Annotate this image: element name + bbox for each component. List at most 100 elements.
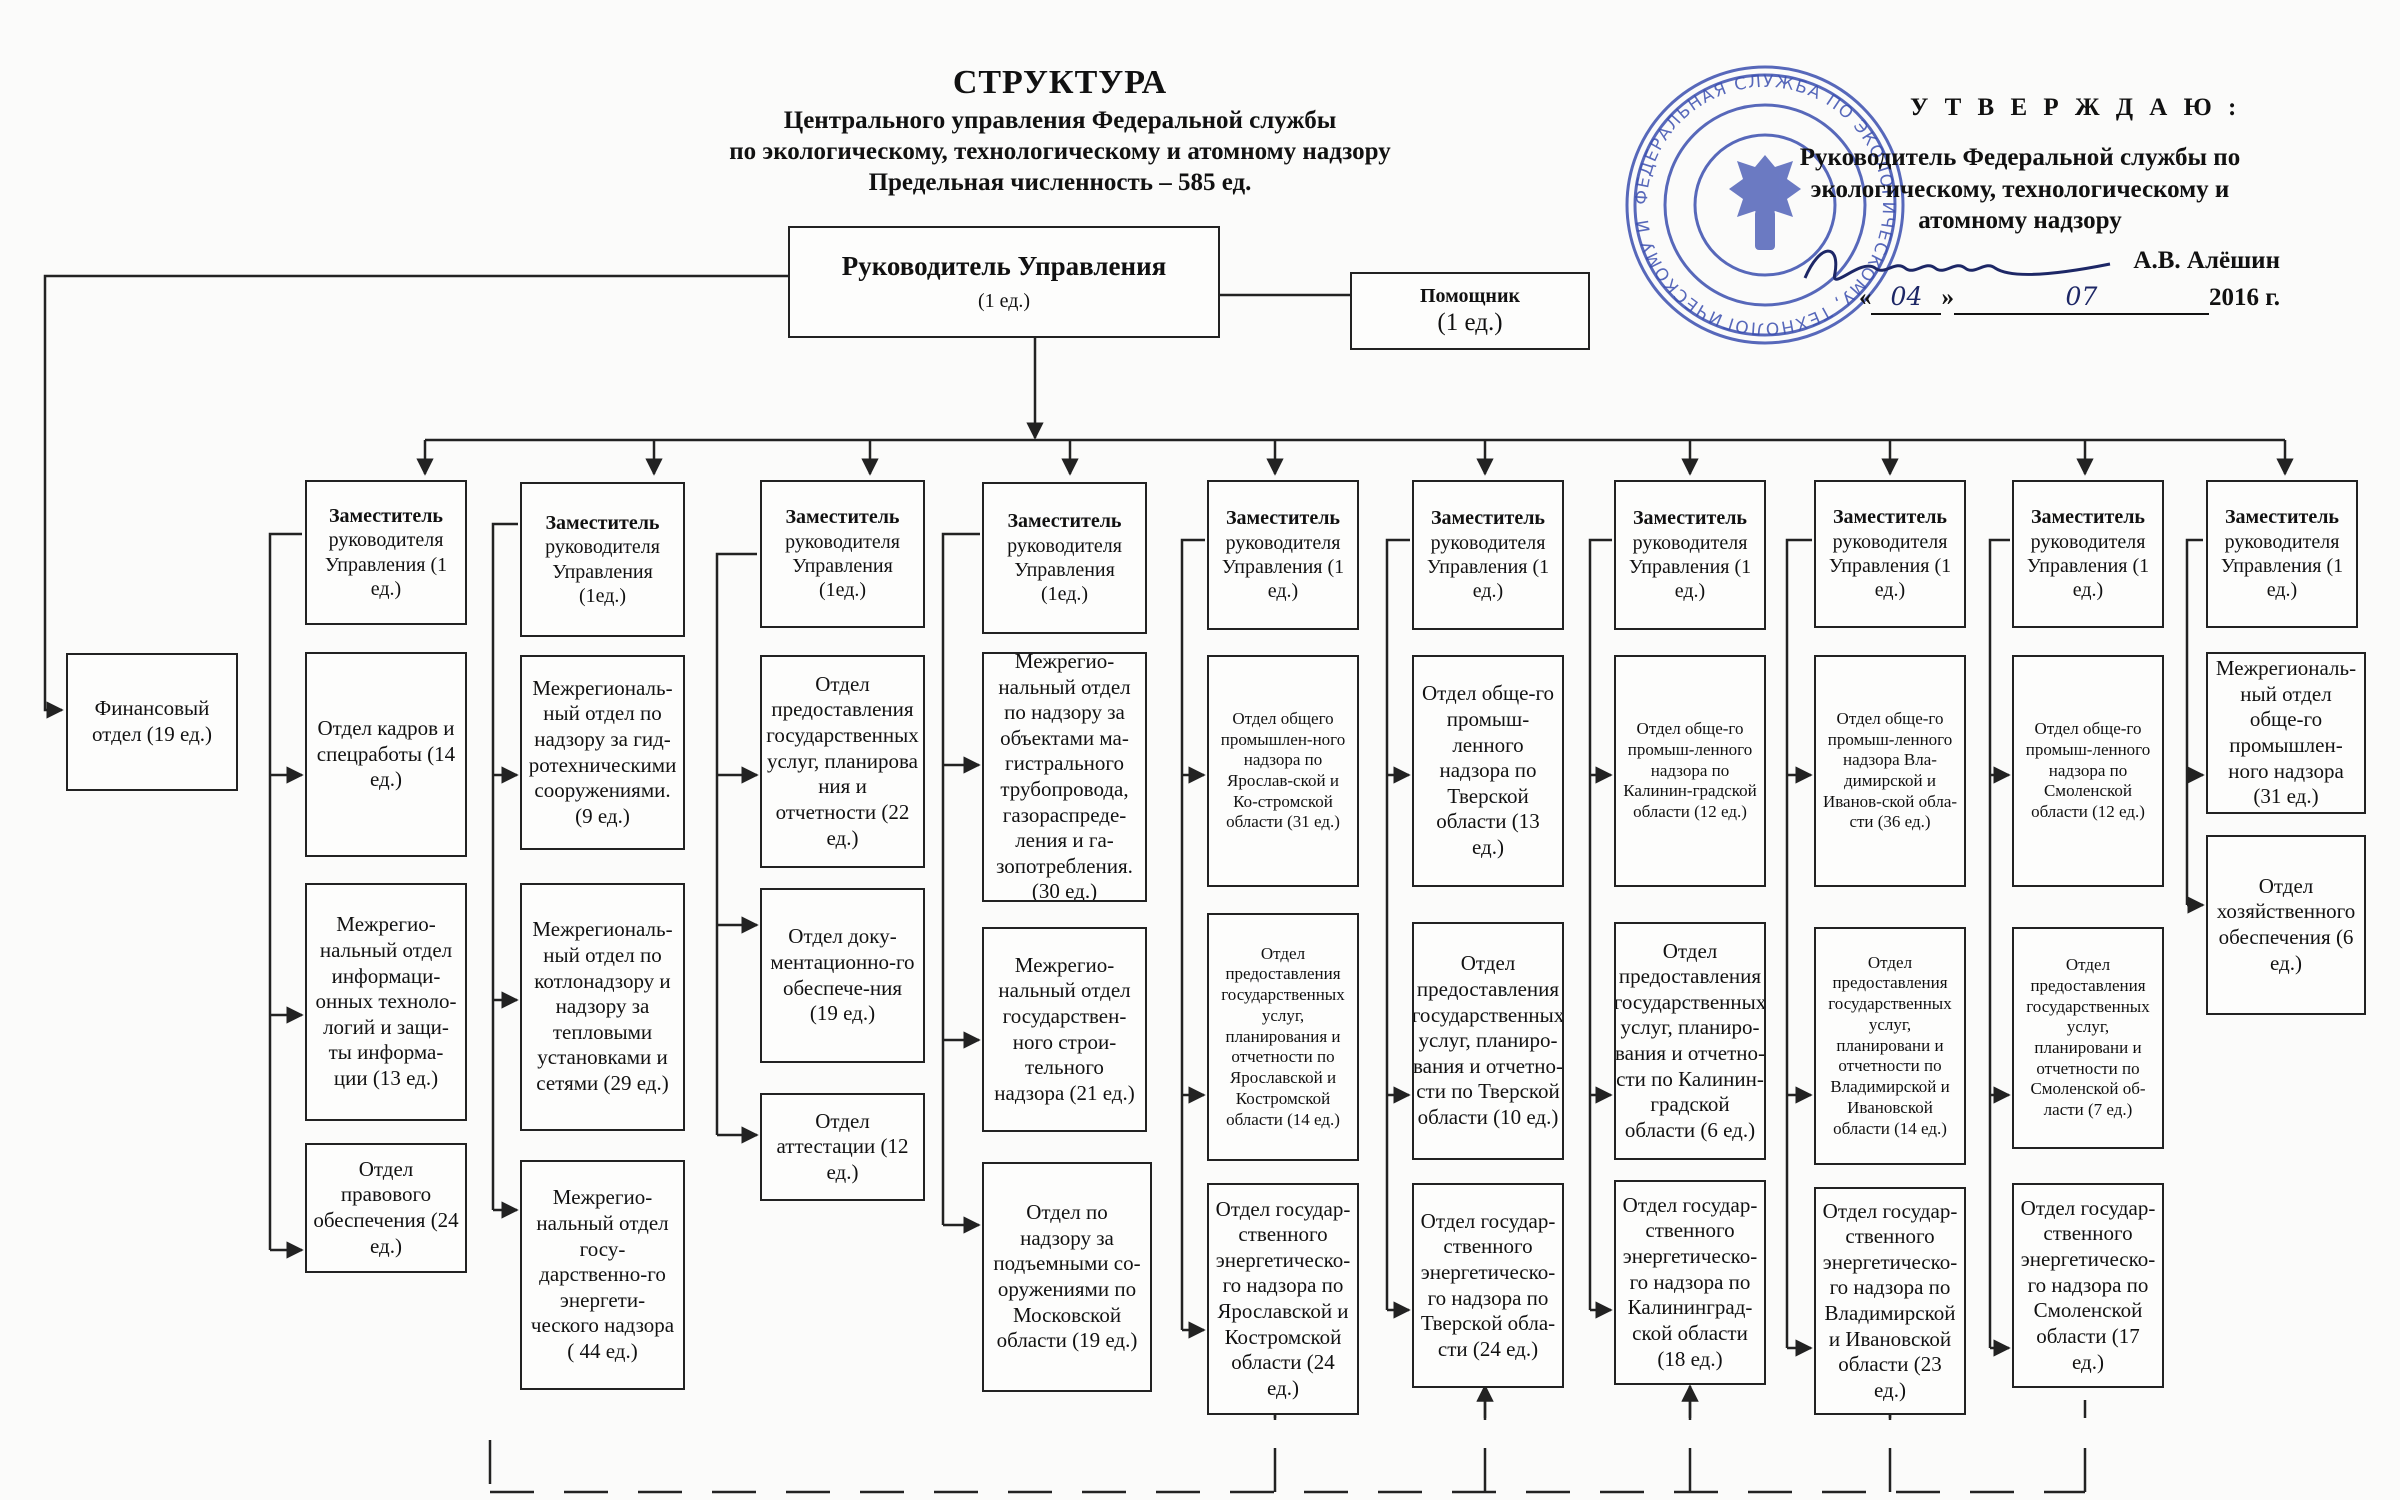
unit-2-2: Межрегиональ-ный отдел по котлонадзору и… [520, 883, 685, 1131]
approval-position: Руководитель Федеральной службы по эколо… [1799, 143, 2241, 235]
deputy-label-3: Заместитель руководителя Управления (1ед… [785, 506, 900, 602]
unit-10-2: Отдел хозяйственного обеспечения (6 ед.) [2206, 835, 2366, 1015]
deputy-label-10: Заместитель руководителя Управления (1 е… [2220, 506, 2344, 602]
deputy-label-7: Заместитель руководителя Управления (1 е… [1628, 507, 1752, 603]
unit-3-3: Отдел аттестации (12 ед.) [760, 1093, 925, 1201]
deputy-label-9: Заместитель руководителя Управления (1 е… [2026, 506, 2150, 602]
unit-label: Межрегиональ-ный отдел обще-го промышлен… [2215, 656, 2357, 809]
unit-label: Отдел обще-го промыш-ленного надзора по … [2025, 719, 2151, 822]
approval-block: У Т В Е Р Ж Д А Ю : Руководитель Федерал… [1760, 92, 2280, 315]
title-line-3: Предельная численность – 585 ед. [868, 169, 1252, 196]
official-seal-stamp: ФЕДЕРАЛЬНАЯ СЛУЖБА ПО ЭКОЛОГИЧЕСКОМУ, ТЕ… [1620, 60, 1905, 345]
assistant-count: (1 ед.) [1437, 308, 1503, 336]
unit-3-2: Отдел доку-ментационно-го обеспече-ния (… [760, 888, 925, 1063]
approval-heading: У Т В Е Р Ж Д А Ю : [1910, 94, 2242, 121]
unit-7-3: Отдел государ-ственного энергетическо-го… [1614, 1180, 1766, 1385]
unit-10-1: Межрегиональ-ный отдел обще-го промышлен… [2206, 652, 2366, 814]
unit-label: Отдел кадров и спецработы (14 ед.) [316, 716, 456, 792]
title-line-1: Центрального управления Федеральной служ… [783, 106, 1337, 134]
unit-label: Отдел по надзору за подъемными со-оружен… [993, 1200, 1141, 1353]
unit-label: Отдел доку-ментационно-го обеспече-ния (… [770, 924, 915, 1026]
unit-label: Отдел предоставления государственных усл… [1614, 938, 1766, 1142]
handwritten-signature [1803, 249, 2111, 281]
finance-department-label: Финансовый отдел (19 ед.) [91, 696, 213, 746]
unit-label: Межрегио-нальный отдел госу-дарственно-г… [530, 1185, 675, 1364]
deputy-label-4: Заместитель руководителя Управления (1ед… [1007, 510, 1122, 606]
assistant-label: Помощник [1420, 284, 1520, 307]
unit-1-2: Межрегио-нальный отдел информаци-онных т… [305, 883, 467, 1121]
unit-label: Отдел хозяйственного обеспечения (6 ед.) [2216, 873, 2356, 975]
unit-label: Отдел предоставления государственных усл… [1412, 951, 1564, 1130]
head-of-department-box: Руководитель Управления (1 ед.) [788, 226, 1220, 338]
unit-label: Межрегиональ-ный отдел по котлонадзору и… [532, 917, 673, 1096]
deputy-label-2: Заместитель руководителя Управления (1ед… [545, 511, 660, 607]
unit-label: Отдел предоставления государственных усл… [766, 671, 919, 850]
unit-2-3: Межрегио-нальный отдел госу-дарственно-г… [520, 1160, 685, 1390]
deputy-box-5: Заместитель руководителя Управления (1 е… [1207, 480, 1359, 630]
deputy-box-8: Заместитель руководителя Управления (1 е… [1814, 480, 1966, 628]
unit-1-1: Отдел кадров и спецработы (14 ед.) [305, 652, 467, 857]
finance-department-box: Финансовый отдел (19 ед.) [66, 653, 238, 791]
unit-label: Отдел предоставления государственных усл… [1828, 952, 1952, 1138]
unit-6-1: Отдел обще-го промыш-ленного надзора по … [1412, 655, 1564, 887]
unit-label: Отдел обще-го промыш-ленного надзора по … [1421, 681, 1555, 860]
unit-9-1: Отдел обще-го промыш-ленного надзора по … [2012, 655, 2164, 887]
unit-label: Отдел государ-ственного энергетическо-го… [1215, 1196, 1351, 1400]
unit-5-1: Отдел общего промышлен-ного надзора по Я… [1207, 655, 1359, 887]
unit-5-3: Отдел государ-ственного энергетическо-го… [1207, 1183, 1359, 1415]
assistant-box: Помощник (1 ед.) [1350, 272, 1590, 350]
deputy-box-1: Заместитель руководителя Управления (1 е… [305, 480, 467, 625]
deputy-box-7: Заместитель руководителя Управления (1 е… [1614, 480, 1766, 630]
deputy-box-9: Заместитель руководителя Управления (1 е… [2012, 480, 2164, 628]
date-open-quote: « [1858, 283, 1872, 311]
deputy-box-4: Заместитель руководителя Управления (1ед… [982, 482, 1147, 634]
unit-label: Отдел государ-ственного энергетическо-го… [2020, 1195, 2156, 1374]
deputy-box-2: Заместитель руководителя Управления (1ед… [520, 482, 685, 637]
unit-label: Межрегио-нальный отдел государствен-ного… [994, 952, 1135, 1105]
unit-label: Межрегиональ-ный отдел по надзору за гид… [528, 675, 677, 828]
unit-9-3: Отдел государ-ственного энергетическо-го… [2012, 1183, 2164, 1388]
approval-signatory: А.В. Алёшин [2133, 247, 2280, 274]
deputy-box-3: Заместитель руководителя Управления (1ед… [760, 480, 925, 628]
unit-label: Отдел аттестации (12 ед.) [776, 1108, 909, 1184]
unit-8-2: Отдел предоставления государственных усл… [1814, 927, 1966, 1165]
unit-1-3: Отдел правового обеспечения (24 ед.) [305, 1143, 467, 1273]
unit-8-1: Отдел обще-го промыш-ленного надзора Вла… [1814, 655, 1966, 887]
title-line-2: по экологическому, технологическому и ат… [729, 137, 1391, 165]
unit-5-2: Отдел предоставления государственных усл… [1207, 913, 1359, 1161]
unit-label: Межрегио-нальный отдел по надзору за объ… [996, 652, 1133, 902]
deputy-label-1: Заместитель руководителя Управления (1 е… [324, 504, 448, 600]
unit-label: Отдел государ-ственного энергетическо-го… [1420, 1208, 1556, 1361]
unit-3-1: Отдел предоставления государственных усл… [760, 655, 925, 868]
unit-8-3: Отдел государ-ственного энергетическо-го… [1814, 1187, 1966, 1415]
unit-label: Отдел общего промышлен-ного надзора по Я… [1220, 708, 1346, 832]
unit-7-1: Отдел обще-го промыш-ленного надзора по … [1614, 655, 1766, 887]
unit-4-2: Межрегио-нальный отдел государствен-ного… [982, 927, 1147, 1132]
date-close-quote: » [1941, 283, 1954, 311]
unit-label: Отдел предоставления государственных усл… [1221, 943, 1345, 1129]
deputy-label-8: Заместитель руководителя Управления (1 е… [1828, 506, 1952, 602]
unit-7-2: Отдел предоставления государственных усл… [1614, 922, 1766, 1160]
document-title: СТРУКТУРА Центрального управления Федера… [640, 62, 1480, 198]
unit-label: Отдел обще-го промыш-ленного надзора Вла… [1822, 708, 1958, 832]
unit-6-2: Отдел предоставления государственных усл… [1412, 922, 1564, 1160]
unit-4-3: Отдел по надзору за подъемными со-оружен… [982, 1162, 1152, 1392]
unit-6-3: Отдел государ-ственного энергетическо-го… [1412, 1183, 1564, 1388]
approval-date-year: 2016 г. [2208, 283, 2280, 311]
unit-label: Отдел правового обеспечения (24 ед.) [313, 1156, 459, 1258]
head-of-department-label: Руководитель Управления [841, 251, 1167, 282]
unit-label: Отдел государ-ственного энергетическо-го… [1822, 1198, 1958, 1402]
deputy-label-5: Заместитель руководителя Управления (1 е… [1221, 507, 1345, 603]
head-of-department-count: (1 ед.) [977, 290, 1031, 313]
deputy-box-6: Заместитель руководителя Управления (1 е… [1412, 480, 1564, 630]
unit-4-1: Межрегио-нальный отдел по надзору за объ… [982, 652, 1147, 902]
approval-date-month: 07 [1953, 281, 2209, 315]
unit-label: Межрегио-нальный отдел информаци-онных т… [315, 912, 457, 1091]
unit-2-1: Межрегиональ-ный отдел по надзору за гид… [520, 655, 685, 850]
unit-9-2: Отдел предоставления государственных усл… [2012, 927, 2164, 1149]
unit-label: Отдел обще-го промыш-ленного надзора по … [1623, 719, 1757, 822]
deputy-box-10: Заместитель руководителя Управления (1 е… [2206, 480, 2358, 628]
title-main: СТРУКТУРА [952, 64, 1168, 101]
